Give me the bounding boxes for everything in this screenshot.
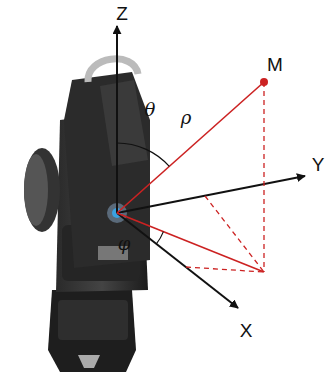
angle-label: θ (145, 101, 156, 119)
phi-arc (156, 232, 163, 244)
point-label: M (267, 55, 283, 74)
axes (117, 26, 305, 308)
axis-label: Y (312, 155, 325, 174)
y-dash (205, 196, 264, 272)
vectors (117, 82, 264, 272)
laser-tracker (24, 59, 150, 372)
x-dash (186, 267, 264, 272)
z-axis (116, 26, 118, 213)
projection-vector (117, 213, 264, 272)
theta-arc (117, 143, 169, 166)
y-axis (117, 176, 305, 213)
x-axis (117, 213, 238, 308)
rho-vector (117, 82, 264, 213)
point-m (260, 78, 268, 86)
axis-label: X (240, 321, 253, 340)
axis-label: Z (116, 4, 128, 23)
vertical-dash (263, 82, 264, 272)
distance-label: ρ (181, 109, 192, 127)
angle-label: φ (118, 235, 131, 253)
